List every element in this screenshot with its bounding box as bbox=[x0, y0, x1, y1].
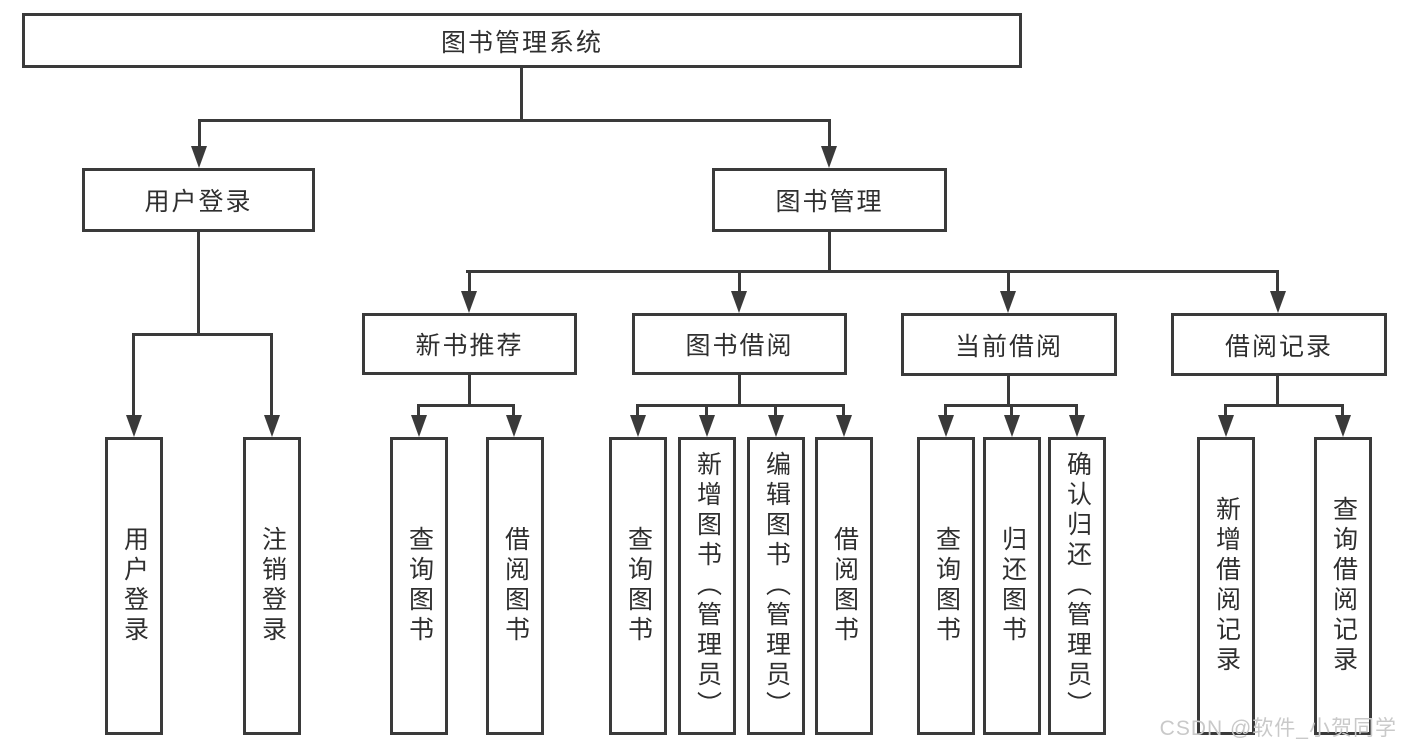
node-borrowing-records: 借阅记录 bbox=[1171, 313, 1387, 376]
node-query-books-current: 查询图书 bbox=[917, 437, 975, 735]
node-label: 注销登录 bbox=[258, 526, 287, 646]
connector-line bbox=[738, 270, 741, 292]
node-confirm-return-admin: 确认归还（管理员） bbox=[1048, 437, 1106, 735]
node-label: 确认归还（管理员） bbox=[1063, 451, 1092, 721]
arrow-down-icon bbox=[1069, 415, 1085, 437]
node-label: 图书借阅 bbox=[685, 332, 794, 360]
node-label: 借阅记录 bbox=[1224, 332, 1333, 361]
node-label: 借阅图书 bbox=[501, 526, 530, 646]
connector-line bbox=[132, 333, 135, 417]
connector-line bbox=[512, 404, 515, 417]
connector-line bbox=[1224, 404, 1344, 407]
connector-line bbox=[1010, 404, 1013, 417]
node-label: 新增图书（管理员） bbox=[693, 451, 722, 721]
node-book-borrowing: 图书借阅 bbox=[632, 313, 847, 375]
arrow-down-icon bbox=[1270, 291, 1286, 313]
node-query-books-borrow: 查询图书 bbox=[609, 437, 667, 735]
node-label: 查询图书 bbox=[405, 526, 434, 646]
node-label: 编辑图书（管理员） bbox=[762, 451, 791, 721]
arrow-down-icon bbox=[506, 415, 522, 437]
connector-line bbox=[198, 119, 831, 122]
connector-line bbox=[842, 404, 845, 417]
arrow-down-icon bbox=[191, 146, 207, 168]
connector-line bbox=[468, 373, 471, 407]
watermark: CSDN @软件_小贺同学 bbox=[1159, 717, 1397, 740]
node-label: 用户登录 bbox=[120, 526, 149, 646]
connector-line bbox=[417, 404, 515, 407]
arrow-down-icon bbox=[1004, 415, 1020, 437]
arrow-down-icon bbox=[1218, 415, 1234, 437]
connector-line bbox=[132, 333, 273, 336]
arrow-down-icon bbox=[699, 415, 715, 437]
arrow-down-icon bbox=[126, 415, 142, 437]
node-add-books-admin: 新增图书（管理员） bbox=[678, 437, 736, 735]
connector-line bbox=[774, 404, 777, 417]
node-return-books: 归还图书 bbox=[983, 437, 1041, 735]
connector-line bbox=[828, 230, 831, 273]
connector-line bbox=[197, 230, 200, 336]
connector-line bbox=[738, 373, 741, 407]
arrow-down-icon bbox=[768, 415, 784, 437]
arrow-down-icon bbox=[1335, 415, 1351, 437]
connector-line bbox=[1007, 373, 1010, 407]
connector-line bbox=[1276, 270, 1279, 292]
node-label: 借阅图书 bbox=[830, 526, 859, 646]
node-label: 当前借阅 bbox=[954, 332, 1063, 361]
arrow-down-icon bbox=[821, 146, 837, 168]
node-query-books-newbook: 查询图书 bbox=[390, 437, 448, 735]
node-borrow-books-borrow: 借阅图书 bbox=[815, 437, 873, 735]
connector-line bbox=[270, 333, 273, 417]
node-user-login-action: 用户登录 bbox=[105, 437, 163, 735]
connector-line bbox=[520, 67, 523, 121]
node-label: 新增借阅记录 bbox=[1212, 496, 1241, 676]
connector-line bbox=[1224, 404, 1227, 417]
connector-line bbox=[828, 119, 831, 148]
connector-line bbox=[705, 404, 708, 417]
node-add-borrow-record: 新增借阅记录 bbox=[1197, 437, 1255, 735]
node-label: 查询图书 bbox=[624, 526, 653, 646]
node-query-borrow-record: 查询借阅记录 bbox=[1314, 437, 1372, 735]
node-library-management-system: 图书管理系统 bbox=[22, 13, 1022, 68]
node-label: 查询借阅记录 bbox=[1329, 496, 1358, 676]
connector-line bbox=[466, 270, 1279, 273]
node-label: 归还图书 bbox=[998, 526, 1027, 646]
node-book-management: 图书管理 bbox=[712, 168, 947, 232]
connector-line bbox=[1075, 404, 1078, 417]
node-label: 新书推荐 bbox=[415, 332, 524, 360]
node-borrow-books-newbook: 借阅图书 bbox=[486, 437, 544, 735]
connector-line bbox=[1341, 404, 1344, 417]
node-label: 图书管理系统 bbox=[440, 28, 603, 57]
connector-line bbox=[636, 404, 845, 407]
arrow-down-icon bbox=[1000, 291, 1016, 313]
arrow-down-icon bbox=[630, 415, 646, 437]
node-label: 查询图书 bbox=[932, 526, 961, 646]
node-logout-action: 注销登录 bbox=[243, 437, 301, 735]
connector-line bbox=[1276, 373, 1279, 407]
arrow-down-icon bbox=[264, 415, 280, 437]
connector-line bbox=[636, 404, 639, 417]
connector-line bbox=[468, 270, 471, 292]
arrow-down-icon bbox=[731, 291, 747, 313]
node-label: 图书管理 bbox=[775, 188, 884, 216]
node-label: 用户登录 bbox=[144, 188, 253, 216]
arrow-down-icon bbox=[938, 415, 954, 437]
connector-line bbox=[417, 404, 420, 417]
node-edit-books-admin: 编辑图书（管理员） bbox=[747, 437, 805, 735]
connector-line bbox=[944, 404, 947, 417]
arrow-down-icon bbox=[461, 291, 477, 313]
arrow-down-icon bbox=[836, 415, 852, 437]
arrow-down-icon bbox=[411, 415, 427, 437]
node-new-book-recommendation: 新书推荐 bbox=[362, 313, 577, 375]
connector-line bbox=[1007, 270, 1010, 292]
node-current-borrowing: 当前借阅 bbox=[901, 313, 1117, 376]
connector-line bbox=[198, 119, 201, 148]
node-user-login: 用户登录 bbox=[82, 168, 315, 232]
